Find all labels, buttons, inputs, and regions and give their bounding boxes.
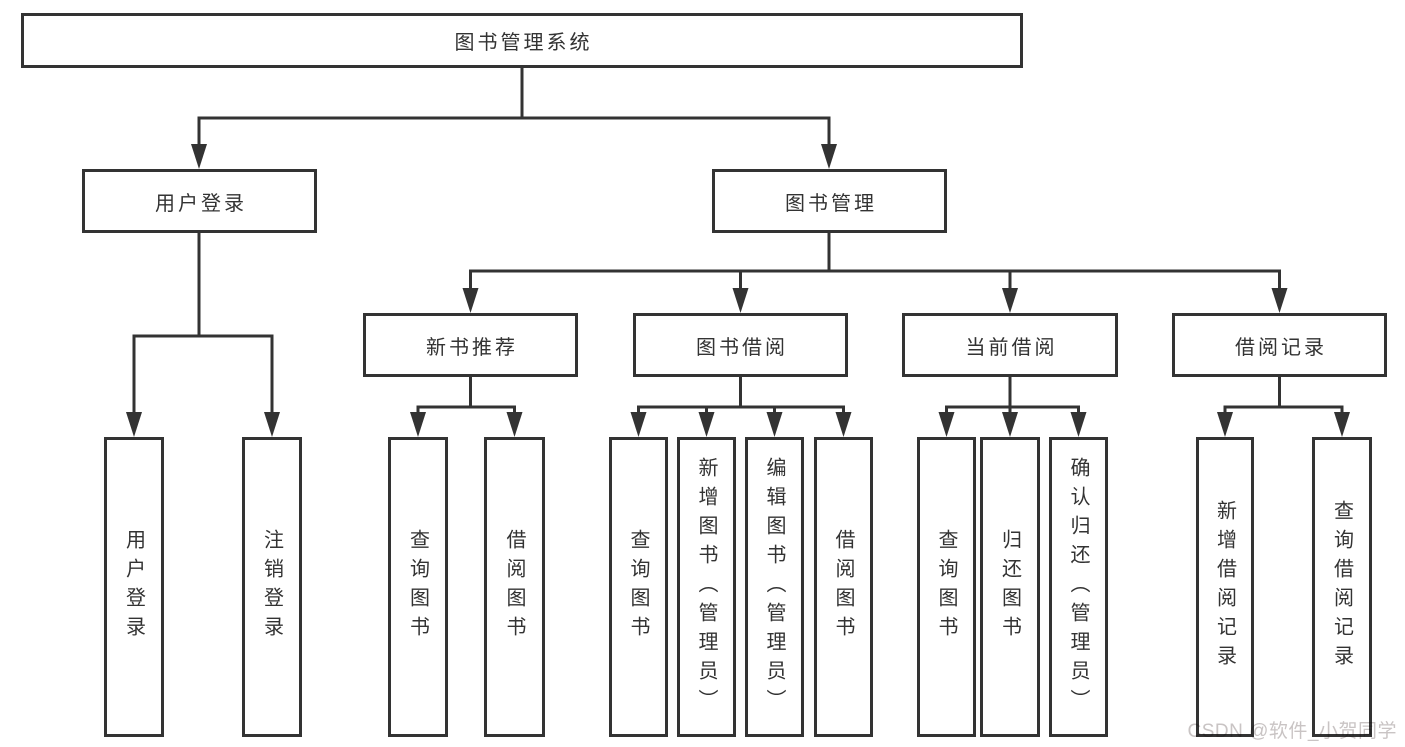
arrowhead <box>1070 412 1087 437</box>
arrowhead <box>821 144 837 169</box>
leaf-borrow-books-newbooks: 借阅图书 <box>484 437 545 737</box>
leaf-add-borrow-record: 新增借阅记录 <box>1196 437 1254 737</box>
arrowhead <box>410 412 426 437</box>
node-book-borrowing: 图书借阅 <box>633 313 848 377</box>
leaf-confirm-return-admin: 确认归还（管理员） <box>1049 437 1108 737</box>
connector-book-mgmt-children <box>462 233 1288 313</box>
arrowhead <box>191 144 207 169</box>
arrowhead <box>1271 288 1288 313</box>
arrowhead <box>264 412 280 437</box>
arrowhead <box>506 412 523 437</box>
node-library-management-system: 图书管理系统 <box>21 13 1023 68</box>
leaf-add-books-admin: 新增图书（管理员） <box>677 437 736 737</box>
leaf-return-books: 归还图书 <box>980 437 1040 737</box>
leaf-query-books-newbooks: 查询图书 <box>388 437 448 737</box>
node-new-book-recommend: 新书推荐 <box>363 313 578 377</box>
csdn-watermark: CSDN @软件_小贺同学 <box>1187 721 1397 742</box>
connector-current-borrow-children <box>938 377 1087 437</box>
arrowhead <box>766 412 783 437</box>
leaf-query-borrow-record: 查询借阅记录 <box>1312 437 1372 737</box>
arrowhead <box>1334 412 1350 437</box>
leaf-edit-books-admin: 编辑图书（管理员） <box>745 437 804 737</box>
node-book-management: 图书管理 <box>712 169 947 233</box>
connector-root-to-level1 <box>191 68 837 169</box>
arrowhead <box>1002 288 1018 313</box>
arrowhead <box>630 412 647 437</box>
connector-book-borrow-children <box>630 377 852 437</box>
arrowhead <box>938 412 955 437</box>
arrowhead <box>698 412 715 437</box>
connector-user-login-children <box>126 233 280 437</box>
leaf-query-books-borrow: 查询图书 <box>609 437 668 737</box>
arrowhead <box>732 288 749 313</box>
node-user-login: 用户登录 <box>82 169 317 233</box>
node-current-borrowing: 当前借阅 <box>902 313 1118 377</box>
connector-new-books-children <box>410 377 523 437</box>
arrowhead <box>1002 412 1018 437</box>
leaf-logout: 注销登录 <box>242 437 302 737</box>
leaf-query-books-current: 查询图书 <box>917 437 976 737</box>
arrowhead <box>1217 412 1233 437</box>
leaf-borrow-books: 借阅图书 <box>814 437 873 737</box>
arrowhead <box>126 412 142 437</box>
arrowhead <box>835 412 852 437</box>
arrowhead <box>462 288 479 313</box>
leaf-user-login: 用户登录 <box>104 437 164 737</box>
node-borrowing-records: 借阅记录 <box>1172 313 1387 377</box>
connector-borrow-records-children <box>1217 377 1350 437</box>
